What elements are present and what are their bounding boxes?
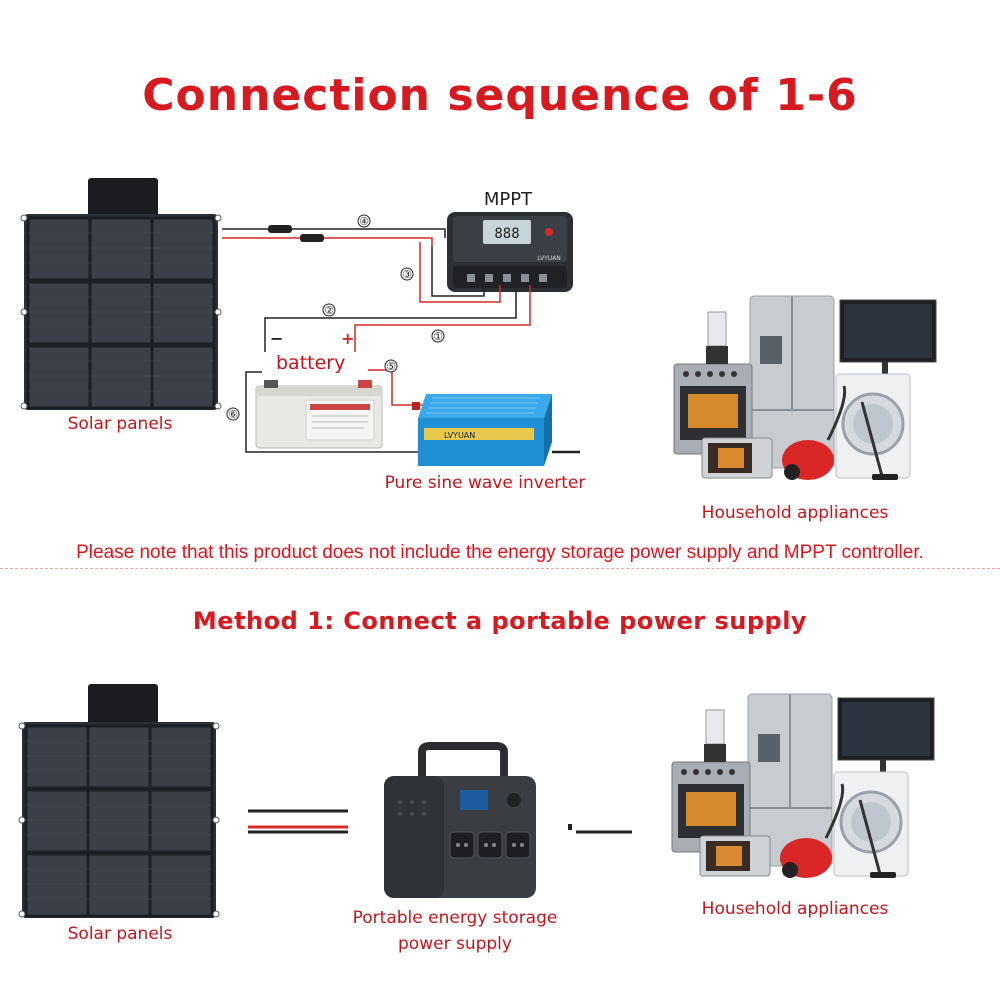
wiring-diagram-top: ④ ③ ② ① ⑤ ⑥ [222, 214, 580, 454]
svg-text:⑥: ⑥ [228, 408, 238, 421]
household-appliances-image-bottom [671, 693, 935, 878]
mppt-controller-image: 888 LVYUAN [447, 212, 573, 292]
disclaimer-note: Please note that this product does not i… [76, 542, 924, 563]
svg-text:③: ③ [402, 268, 412, 281]
step-number-markers: ④ ③ ② ① ⑤ ⑥ [226, 214, 445, 421]
solar-panels-label-bottom: Solar panels [67, 924, 173, 944]
solar-panel-image-bottom [18, 684, 220, 918]
solar-panels-label: Solar panels [67, 414, 173, 434]
solar-panel-image-top [20, 178, 222, 410]
mppt-label: MPPT [483, 189, 533, 210]
method1-title: Method 1: Connect a portable power suppl… [192, 607, 808, 635]
power-supply-label-line1: Portable energy storage [352, 908, 558, 928]
inverter-brand-text: LVYUAN [444, 431, 475, 440]
household-appliances-image-top [673, 295, 937, 480]
svg-text:①: ① [433, 330, 443, 343]
battery-image [255, 380, 383, 449]
page-title: Connection sequence of 1-6 [142, 70, 858, 121]
appliances-label-bottom: Household appliances [701, 899, 889, 919]
battery-label: battery [276, 352, 346, 374]
portable-power-supply-image [384, 742, 536, 898]
svg-text:②: ② [324, 304, 334, 317]
mppt-brand-text: LVYUAN [537, 255, 560, 262]
inverter-label: Pure sine wave inverter [384, 473, 586, 493]
svg-text:⑤: ⑤ [386, 360, 396, 373]
mppt-display-text: 888 [494, 226, 519, 242]
appliances-label-top: Household appliances [701, 503, 889, 523]
battery-minus-sign: − [270, 329, 284, 348]
inverter-image: LVYUAN [412, 394, 552, 466]
power-supply-label-line2: power supply [398, 934, 512, 954]
svg-text:④: ④ [359, 215, 369, 228]
section-divider [0, 568, 1000, 569]
battery-plus-sign: + [341, 329, 355, 348]
